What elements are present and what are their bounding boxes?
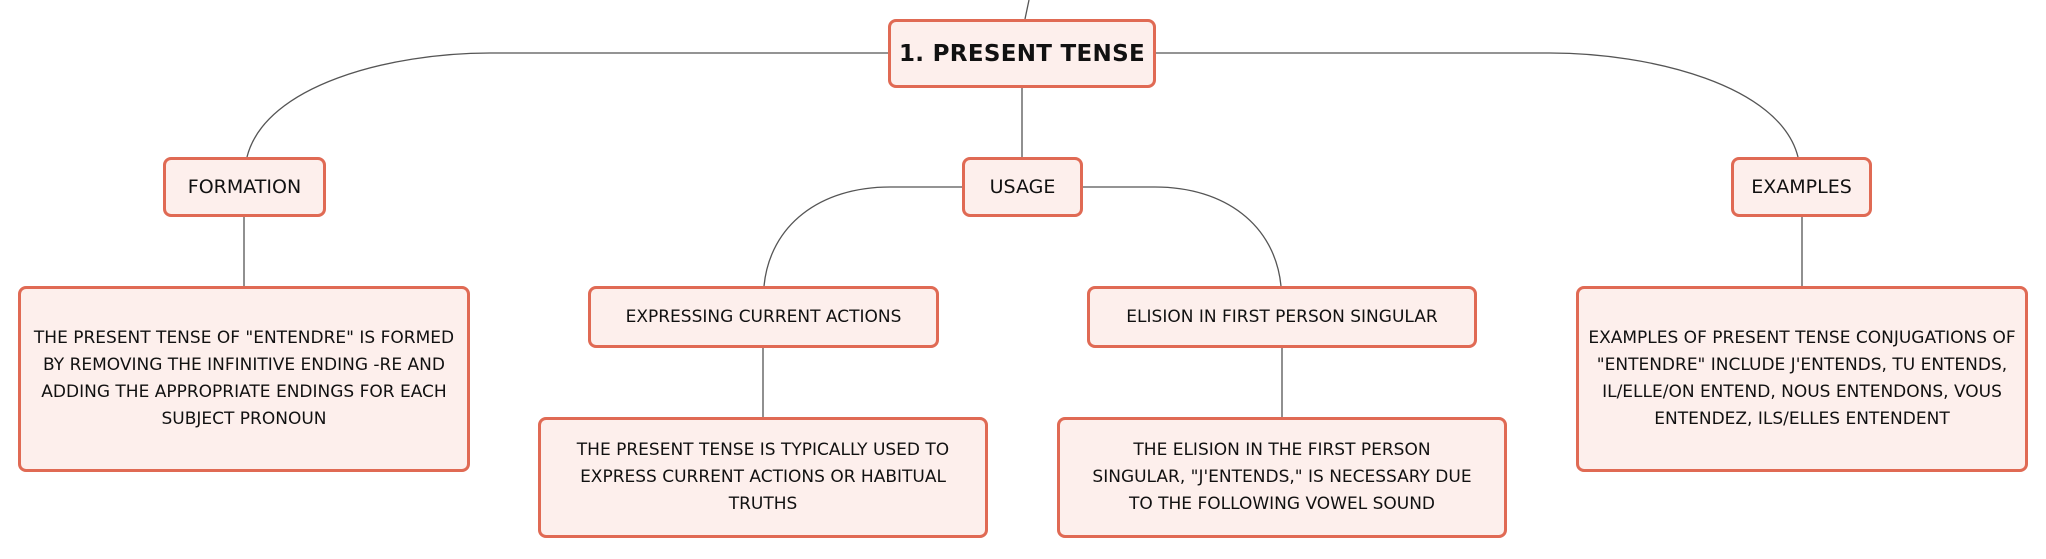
connector-usage-to-current [763,186,962,287]
formation-detail-text: THE PRESENT TENSE OF "ENTENDRE" IS FORME… [33,328,455,429]
elision-detail-text: THE ELISION IN THE FIRST PERSON SINGULAR… [1092,440,1472,514]
current-actions-node[interactable]: EXPRESSING CURRENT ACTIONS [588,286,939,348]
connector-usage-to-elision [1083,186,1282,287]
formation-label: FORMATION [187,176,302,198]
formation-detail-node[interactable]: THE PRESENT TENSE OF "ENTENDRE" IS FORME… [18,286,470,472]
root-topic-node[interactable]: 1. PRESENT TENSE [888,19,1156,88]
usage-node[interactable]: USAGE [962,157,1083,217]
examples-label: EXAMPLES [1751,176,1852,198]
current-actions-label: EXPRESSING CURRENT ACTIONS [625,307,902,327]
examples-node[interactable]: EXAMPLES [1731,157,1872,217]
examples-detail-node[interactable]: EXAMPLES OF PRESENT TENSE CONJUGATIONS O… [1576,286,2028,472]
elision-label: ELISION IN FIRST PERSON SINGULAR [1126,307,1438,327]
usage-label: USAGE [989,176,1056,198]
connector-parent-to-root [1024,0,1030,20]
connector-root-to-examples [1156,52,1799,158]
current-actions-detail-text: THE PRESENT TENSE IS TYPICALLY USED TO E… [576,440,950,514]
formation-node[interactable]: FORMATION [163,157,326,217]
elision-detail-node[interactable]: THE ELISION IN THE FIRST PERSON SINGULAR… [1057,417,1507,538]
elision-node[interactable]: ELISION IN FIRST PERSON SINGULAR [1087,286,1477,348]
root-topic-label: 1. PRESENT TENSE [899,40,1145,67]
current-actions-detail-node[interactable]: THE PRESENT TENSE IS TYPICALLY USED TO E… [538,417,988,538]
connector-root-to-formation [246,52,888,158]
examples-detail-text: EXAMPLES OF PRESENT TENSE CONJUGATIONS O… [1588,328,2016,429]
